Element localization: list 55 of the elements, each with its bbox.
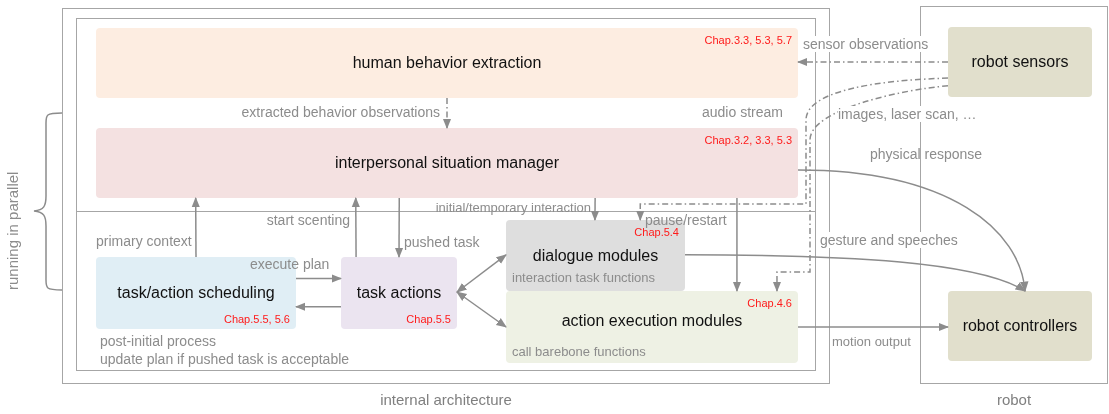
module-title: action execution modules	[561, 312, 743, 330]
arrow	[351, 196, 360, 258]
edge-label: start scenting	[265, 212, 350, 228]
module-box	[341, 257, 457, 329]
chapter-reference: Chap.3.2, 3.3, 5.3	[704, 134, 792, 146]
edge-label: gesture and speeches	[820, 232, 958, 248]
chapter-reference: Chap.4.6	[747, 297, 792, 309]
chapter-reference: Chap.3.3, 5.3, 5.7	[704, 34, 792, 46]
module-title: task/action scheduling	[117, 284, 275, 302]
edge-label: motion output	[832, 334, 911, 350]
chapter-reference: Chap.5.5	[406, 313, 451, 325]
arrow	[636, 77, 949, 222]
module-title: robot controllers	[962, 317, 1078, 335]
arrow	[797, 169, 1028, 293]
frame-heading: robot	[995, 391, 1033, 408]
arrow	[796, 57, 949, 67]
arrow	[590, 197, 600, 222]
edge-label: primary context	[96, 233, 192, 249]
module-title: dialogue modules	[532, 246, 659, 265]
edge-label: call barebone functions	[512, 344, 646, 360]
edge-label: pushed task	[404, 234, 480, 250]
arrow	[772, 85, 949, 293]
arrow	[684, 254, 1026, 292]
module-box	[948, 27, 1092, 97]
arrow	[295, 274, 343, 283]
frame-heading: internal architecture	[379, 391, 513, 408]
annotation: running in parallel	[4, 171, 21, 290]
arrow	[394, 197, 404, 259]
arrow	[732, 197, 742, 293]
edge-label: extracted behavior observations	[240, 104, 440, 120]
chapter-reference: Chap.5.5, 5.6	[223, 313, 290, 325]
module-title: robot sensors	[971, 53, 1069, 71]
side-note: post-initial process	[100, 333, 216, 349]
edge-label: interaction task functions	[512, 270, 656, 286]
arrow	[294, 302, 342, 311]
edge-label: sensor observations	[803, 36, 929, 52]
arrow	[456, 254, 507, 293]
edge-label: pause/restart	[645, 212, 727, 228]
module-title: interpersonal situation manager	[334, 154, 560, 172]
edge-label: execute plan	[250, 256, 330, 272]
module-title: task actions	[356, 284, 442, 302]
chapter-reference: Chap.5.4	[634, 226, 679, 238]
module-box	[96, 128, 798, 198]
edge-label: images, laser scan, …	[838, 106, 977, 122]
module-box	[948, 291, 1092, 361]
module-title: human behavior extraction	[352, 54, 542, 72]
side-note: update plan if pushed task is acceptable	[100, 351, 350, 367]
arrow	[442, 97, 452, 130]
arrow	[797, 322, 950, 332]
edge-label: audio stream	[702, 104, 783, 120]
module-box	[96, 28, 798, 98]
edge-label: physical response	[870, 146, 983, 162]
module-box	[506, 291, 798, 363]
arrow	[456, 291, 507, 328]
arrow	[191, 196, 200, 258]
